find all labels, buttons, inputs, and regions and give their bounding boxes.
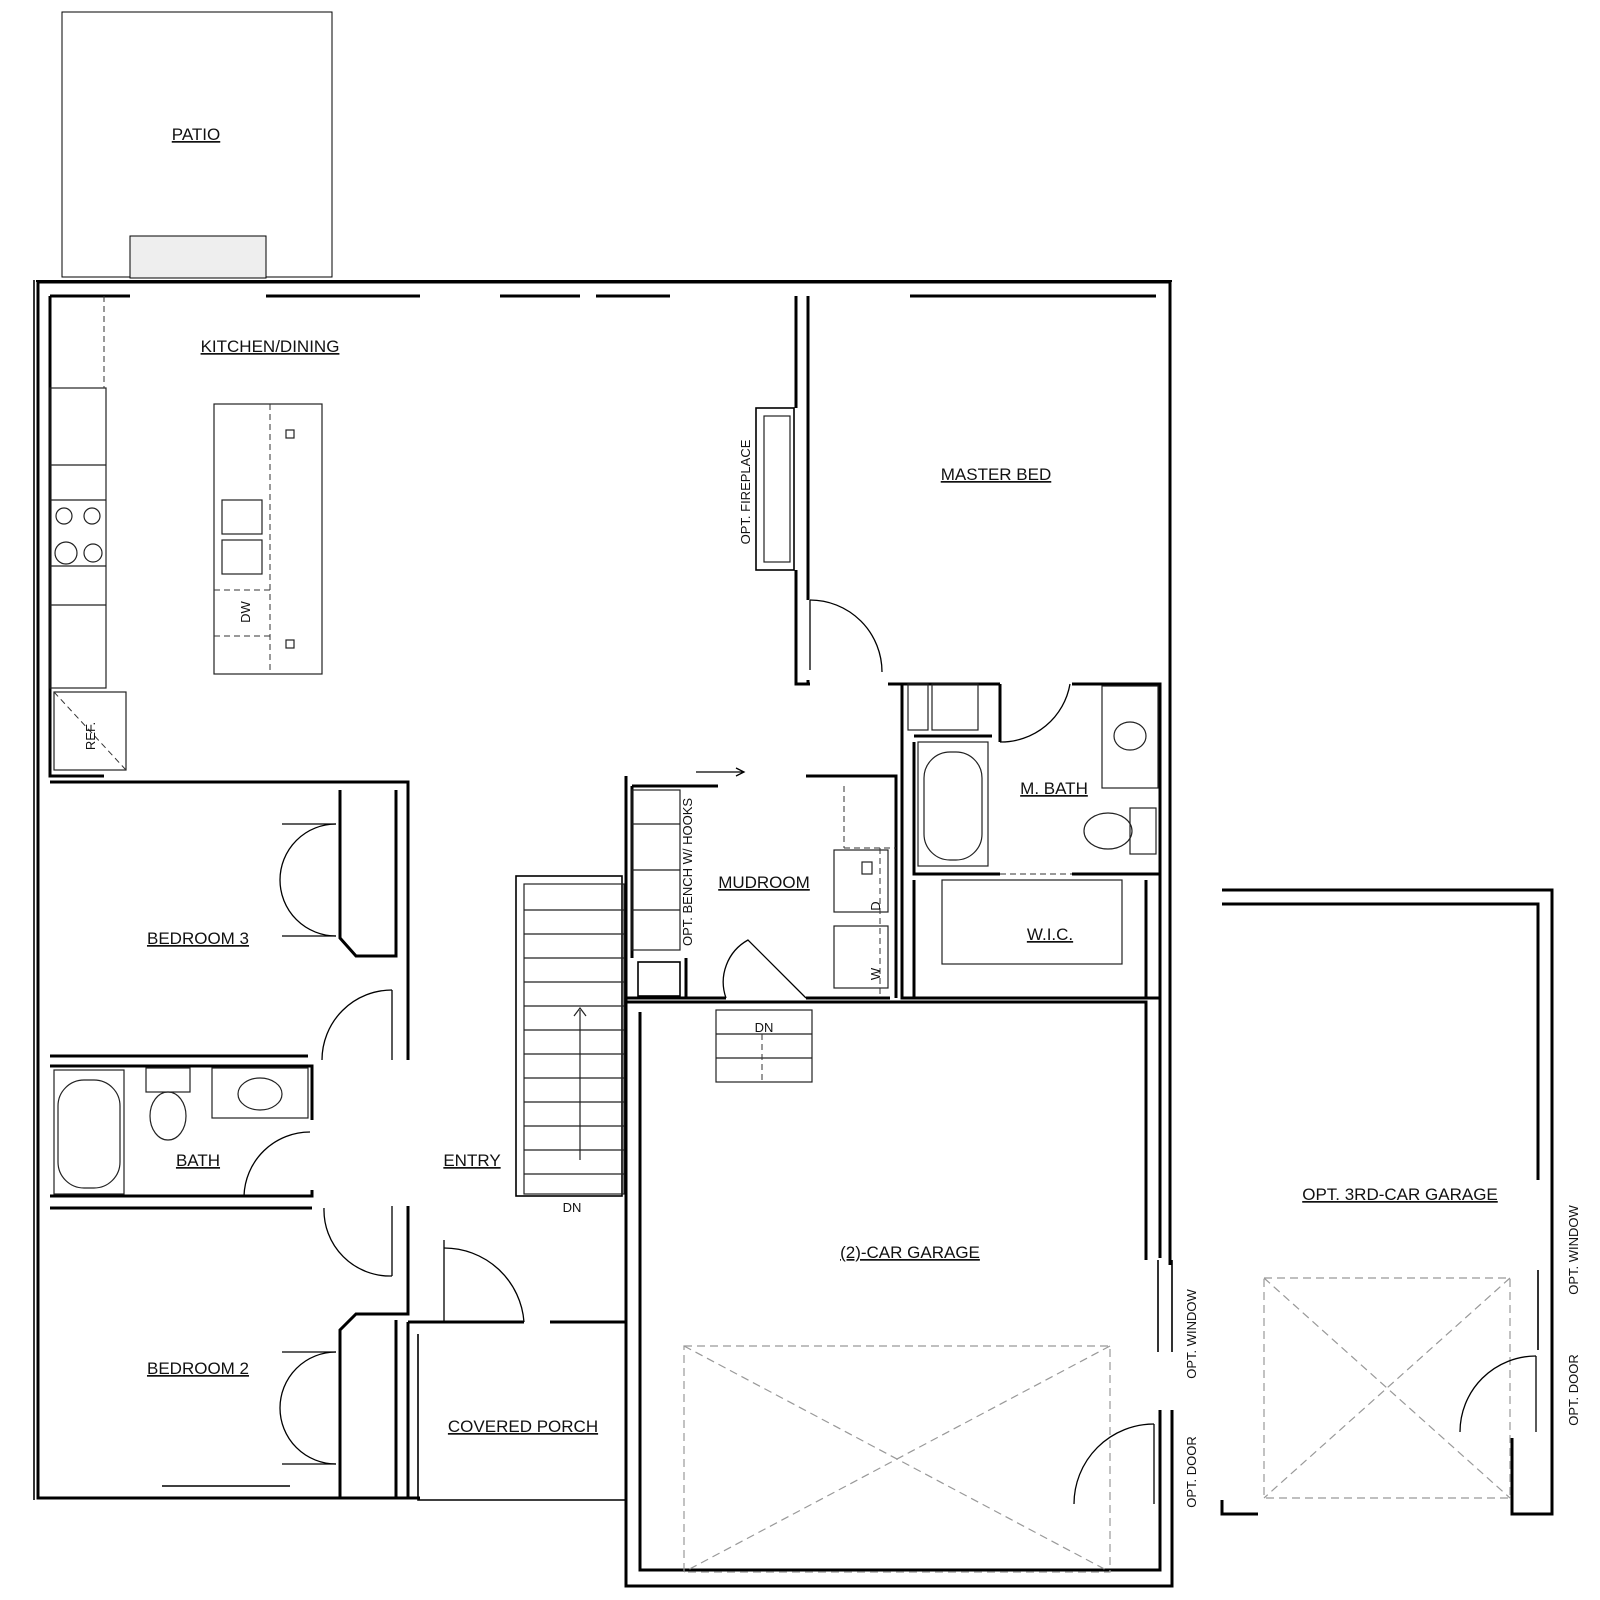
garage3-door-label: OPT. DOOR bbox=[1566, 1354, 1581, 1426]
kitchen-counter bbox=[49, 296, 107, 689]
bedroom3-label: BEDROOM 3 bbox=[147, 929, 249, 948]
fireplace bbox=[755, 407, 795, 571]
refrigerator-label: REF. bbox=[83, 722, 98, 750]
exterior-walls bbox=[33, 280, 1172, 1500]
porch-label: COVERED PORCH bbox=[448, 1417, 598, 1436]
garage2-label: (2)-CAR GARAGE bbox=[840, 1243, 980, 1262]
garage3-window-label: OPT. WINDOW bbox=[1566, 1204, 1581, 1294]
wic-label: W.I.C. bbox=[1027, 925, 1073, 944]
dishwasher-label: DW bbox=[238, 600, 253, 622]
kitchen-label: KITCHEN/DINING bbox=[201, 337, 340, 356]
covered-porch bbox=[408, 1240, 627, 1501]
stair bbox=[515, 875, 628, 1322]
patio-area bbox=[61, 11, 333, 279]
master-bath bbox=[900, 683, 1160, 1000]
fireplace-label: OPT. FIREPLACE bbox=[738, 439, 753, 544]
bedroom2-label: BEDROOM 2 bbox=[147, 1359, 249, 1378]
bench-label: OPT. BENCH W/ HOOKS bbox=[680, 798, 695, 946]
garage2-window-label: OPT. WINDOW bbox=[1184, 1288, 1199, 1378]
bedroom-3 bbox=[50, 780, 410, 1061]
garage3-label: OPT. 3RD-CAR GARAGE bbox=[1302, 1185, 1498, 1204]
bath-label: BATH bbox=[176, 1151, 220, 1170]
refrigerator bbox=[53, 691, 127, 771]
third-car-garage bbox=[1220, 888, 1554, 1516]
dryer-label: D bbox=[868, 901, 883, 910]
master-bed-label: MASTER BED bbox=[941, 465, 1052, 484]
two-car-garage bbox=[624, 1000, 1174, 1588]
stair-dn-label: DN bbox=[563, 1200, 582, 1215]
bedroom-2 bbox=[50, 1206, 410, 1498]
mudroom-label: MUDROOM bbox=[718, 873, 810, 892]
patio-label: PATIO bbox=[172, 125, 221, 144]
m-bath-label: M. BATH bbox=[1020, 779, 1088, 798]
washer-label: W bbox=[868, 967, 883, 980]
garage-stair-dn-label: DN bbox=[755, 1020, 774, 1035]
hall-bath bbox=[50, 1064, 314, 1198]
walk-in-closet bbox=[912, 873, 1148, 998]
garage2-door-label: OPT. DOOR bbox=[1184, 1436, 1199, 1508]
entry-label: ENTRY bbox=[443, 1151, 500, 1170]
kitchen-island bbox=[213, 403, 323, 675]
garage-stair bbox=[715, 1009, 813, 1083]
